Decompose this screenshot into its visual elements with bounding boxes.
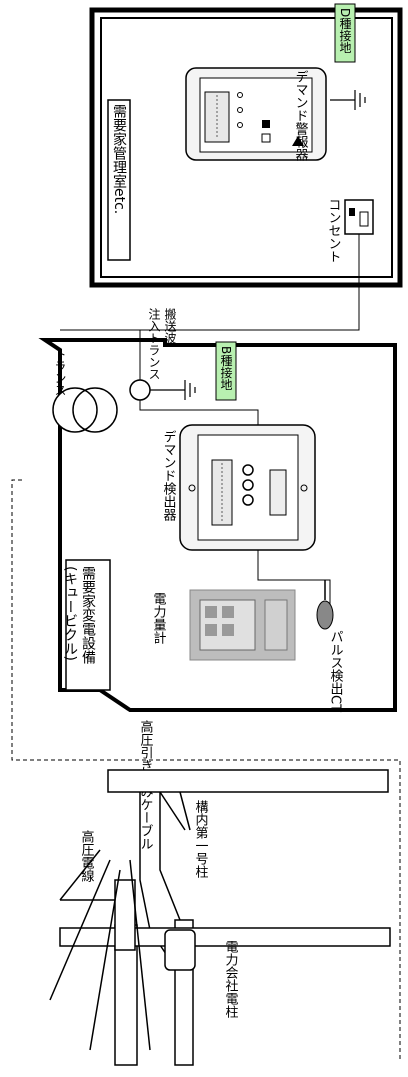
d-ground-tag: D種接地 xyxy=(334,3,356,63)
outlet-label: コンセント xyxy=(326,198,342,263)
management-room-tag: 需要家管理室etc. xyxy=(107,99,131,261)
management-room-label: 需要家管理室etc. xyxy=(111,104,127,214)
demand-alarm-device xyxy=(185,67,327,161)
power-meter-label: 電力量計 xyxy=(151,592,167,644)
detector-wire-bottom xyxy=(257,550,331,620)
d-ground-symbol xyxy=(330,90,366,110)
management-room-box xyxy=(89,7,403,288)
pulse-ct xyxy=(316,580,334,630)
b-ground-symbol xyxy=(150,380,196,400)
carrier-transformer xyxy=(129,379,151,401)
demand-detector-label: デマンド検出器 xyxy=(161,430,177,522)
substation-box xyxy=(38,338,397,712)
utility-pole xyxy=(49,849,391,1066)
demand-detector-device xyxy=(179,424,316,551)
d-ground-label: D種接地 xyxy=(338,8,352,53)
b-ground-label: B種接地 xyxy=(219,346,233,390)
substation-label: 需要家変電設備(キュービクル) xyxy=(62,566,96,664)
b-ground-tag: B種接地 xyxy=(215,341,237,401)
outlet xyxy=(344,199,374,235)
premise-pole-label: 構内第一号柱 xyxy=(193,800,209,879)
demand-alarm-label: デマンド警報器 xyxy=(293,70,309,162)
hv-line-label: 高圧電線 xyxy=(79,829,95,882)
hv-cable-route xyxy=(11,479,401,1060)
pulse-ct-label: パルス検出CT xyxy=(328,630,344,712)
power-meter xyxy=(189,589,296,661)
trans-label: トランス xyxy=(53,348,67,396)
carrier-trans-label: 搬送波注入トランス xyxy=(147,307,177,380)
transformer xyxy=(52,387,118,433)
utility-pole-label: 電力会社電柱 xyxy=(223,940,239,1019)
alarm-wire xyxy=(60,234,360,331)
substation-tag: 需要家変電設備(キュービクル) xyxy=(62,559,111,691)
detector-wire-top xyxy=(139,400,259,425)
